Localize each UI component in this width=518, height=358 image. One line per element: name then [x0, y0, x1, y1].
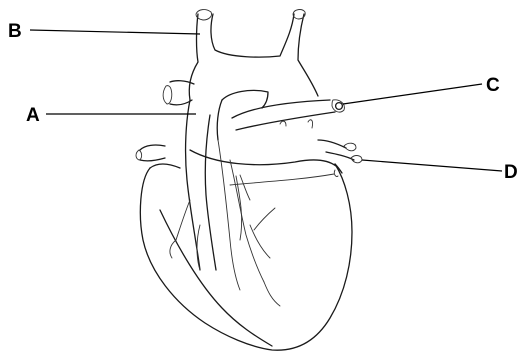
leader-line-b — [30, 30, 200, 34]
leader-line-d — [362, 160, 502, 171]
pulmonary-arch — [217, 90, 344, 140]
leader-line-c — [343, 84, 482, 104]
aorta — [186, 10, 318, 270]
label-d: D — [504, 162, 518, 183]
label-a: A — [26, 105, 40, 126]
label-c: C — [486, 75, 500, 96]
inferior-stub — [136, 145, 165, 161]
label-b: B — [8, 21, 22, 42]
heart-outline — [140, 150, 352, 350]
